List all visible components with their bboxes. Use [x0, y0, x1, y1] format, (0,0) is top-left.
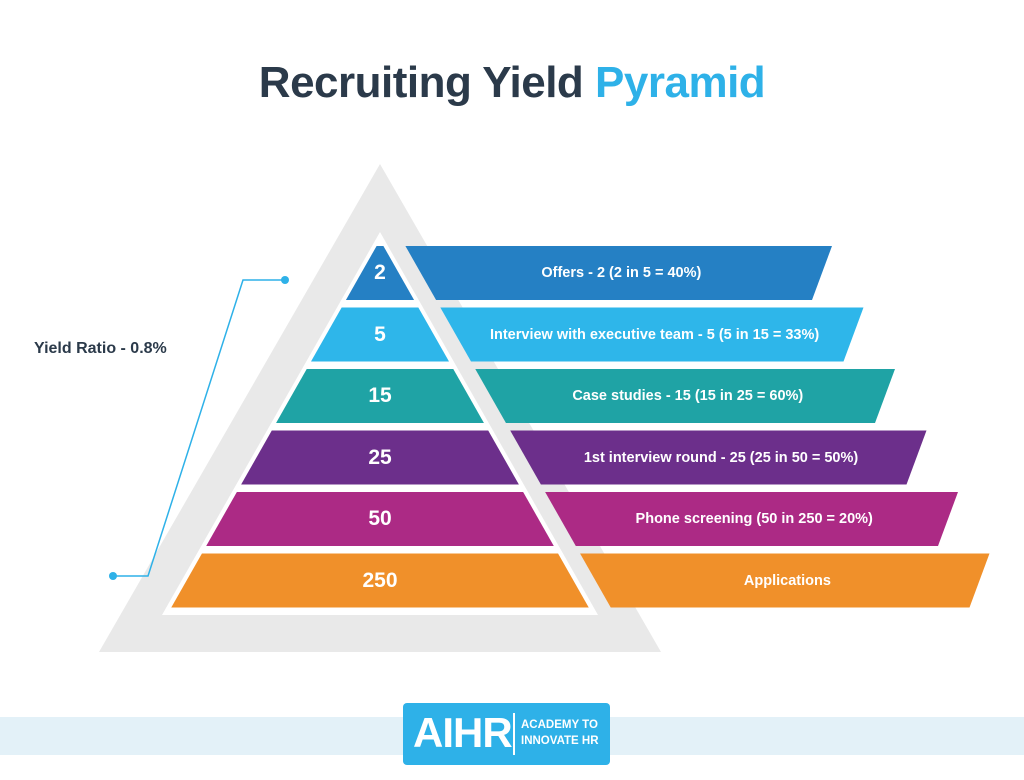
logo-separator [513, 713, 515, 755]
level-count: 15 [368, 384, 392, 407]
pyramid-band [276, 369, 484, 423]
title-accent: Pyramid [595, 58, 766, 107]
yield-bracket [109, 276, 289, 580]
level-description: Applications [743, 572, 831, 589]
level-count: 5 [374, 322, 386, 346]
page-title: Recruiting Yield Pyramid [0, 58, 1024, 108]
logo-line-1: ACADEMY TO [521, 719, 598, 731]
label-ribbon [440, 307, 864, 362]
level-description: Phone screening (50 in 250 = 20%) [635, 511, 873, 527]
level-description: 1st interview round - 25 (25 in 50 = 50%… [583, 449, 859, 466]
level-count: 25 [368, 445, 392, 469]
logo-line-2: INNOVATE HR [521, 735, 599, 747]
label-ribbon [510, 430, 927, 485]
pyramid-band [206, 492, 554, 546]
pyramid-band [171, 553, 589, 608]
level-count: 250 [362, 568, 398, 592]
logo-mark: AIHR [413, 709, 513, 756]
title-main: Recruiting Yield [258, 58, 584, 107]
pyramid-band [241, 430, 519, 485]
level-count: 50 [368, 507, 392, 530]
label-ribbons [405, 246, 990, 608]
yield-ratio-label: Yield Ratio - 0.8% [34, 340, 167, 357]
yield-bracket-line [113, 279, 285, 577]
label-ribbon [475, 369, 895, 423]
pyramid-bands [171, 246, 589, 608]
aihr-logo: AIHR ACADEMY TO INNOVATE HR [403, 703, 610, 765]
label-ribbon [580, 553, 990, 608]
label-ribbon [545, 492, 958, 546]
level-description: Interview with executive team - 5 (5 in … [489, 326, 820, 343]
pyramid-band [310, 307, 450, 362]
level-count: 2 [374, 261, 386, 284]
label-ribbon [405, 246, 832, 300]
yield-bracket-dot-top [281, 276, 289, 284]
level-description: Offers - 2 (2 in 5 = 40%) [541, 265, 702, 281]
yield-bracket-dot-bottom [109, 572, 117, 580]
level-description: Case studies - 15 (15 in 25 = 60%) [572, 388, 804, 404]
pyramid-band [345, 246, 415, 300]
